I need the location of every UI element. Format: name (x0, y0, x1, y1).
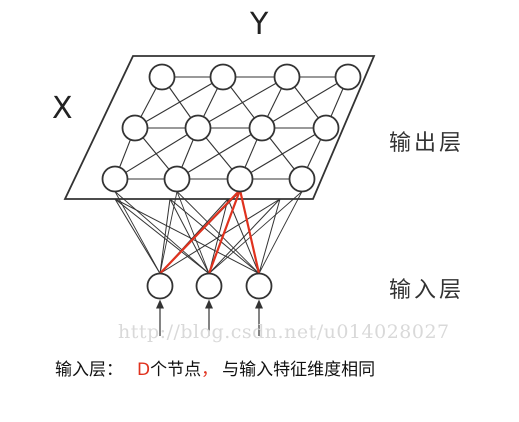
connection-line (208, 198, 229, 274)
output-node (288, 165, 316, 193)
connection-line (176, 191, 260, 274)
x-axis-label: X (52, 91, 73, 126)
highlight-weight-line (207, 189, 242, 274)
output-node (101, 165, 129, 193)
caption-prefix: 输入层： (55, 360, 123, 380)
lattice-link (197, 76, 288, 129)
connection-line (258, 191, 303, 274)
connection-line (208, 198, 281, 274)
caption-highlight: D (137, 360, 151, 380)
output-node (312, 114, 340, 142)
output-node (121, 114, 149, 142)
output-node (273, 63, 301, 91)
output-node (248, 114, 276, 142)
output-node (184, 114, 212, 142)
lattice-link (114, 127, 199, 180)
input-node (195, 272, 223, 300)
connection-line (114, 198, 260, 274)
caption-comma: ， (201, 360, 219, 380)
output-plane (63, 55, 376, 200)
highlight-weight-line (159, 189, 241, 275)
watermark: http://blog.csdn.net/u014028027 (118, 321, 450, 343)
connection-line (159, 198, 281, 274)
output-layer-label: 输出层 (389, 131, 465, 156)
connection-line (208, 191, 303, 274)
caption: 输入层： D个节点，与输入特征维度相同 (55, 362, 375, 379)
connection-line (159, 191, 178, 274)
y-axis-label: Y (250, 7, 269, 42)
caption-suffix: 与输入特征维度相同 (222, 360, 376, 380)
input-node (245, 272, 273, 300)
input-arrow-head (205, 299, 213, 309)
connection-line (258, 198, 281, 274)
lattice-link (176, 127, 263, 180)
output-node (163, 165, 191, 193)
output-node (209, 63, 237, 91)
input-arrow-head (255, 299, 263, 309)
output-node (226, 165, 254, 193)
output-node (148, 63, 176, 91)
connection-line (114, 198, 161, 274)
connection-line (176, 191, 210, 274)
output-node (334, 63, 362, 91)
highlight-weight-line (238, 189, 261, 274)
connection-line (159, 198, 171, 274)
caption-middle: 个节点 (150, 360, 202, 380)
connection-line (114, 191, 210, 274)
connection-line (114, 191, 161, 274)
connection-line (169, 198, 210, 274)
connection-line (114, 198, 210, 274)
input-node (146, 272, 174, 300)
lattice-link (261, 76, 349, 129)
lattice-link (239, 127, 327, 180)
input-arrow-head (156, 299, 164, 309)
input-layer-label: 输入层 (389, 278, 465, 303)
lattice-link (134, 76, 224, 129)
